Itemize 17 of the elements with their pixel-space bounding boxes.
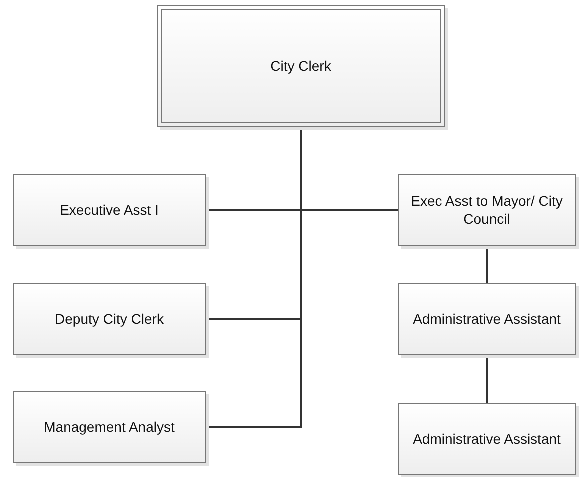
position-title: Administrative Assistant [412,310,562,328]
position-box [13,174,206,246]
position-box [157,5,445,127]
position-title: Deputy City Clerk [54,310,165,328]
position-title: City Clerk [270,56,332,76]
connector-line [486,246,488,283]
position-box [398,174,576,246]
position-title: Management Analyst [43,418,176,436]
connector-line [206,127,302,428]
connector-line [486,355,488,403]
position-box [398,283,576,355]
position-title: Administrative Assistant [412,430,562,448]
position-box [13,391,206,463]
position-box [398,403,576,475]
position-title: Executive Asst I [59,200,160,220]
position-title: Exec Asst to Mayor/ City Council [410,192,564,228]
position-box [13,283,206,355]
